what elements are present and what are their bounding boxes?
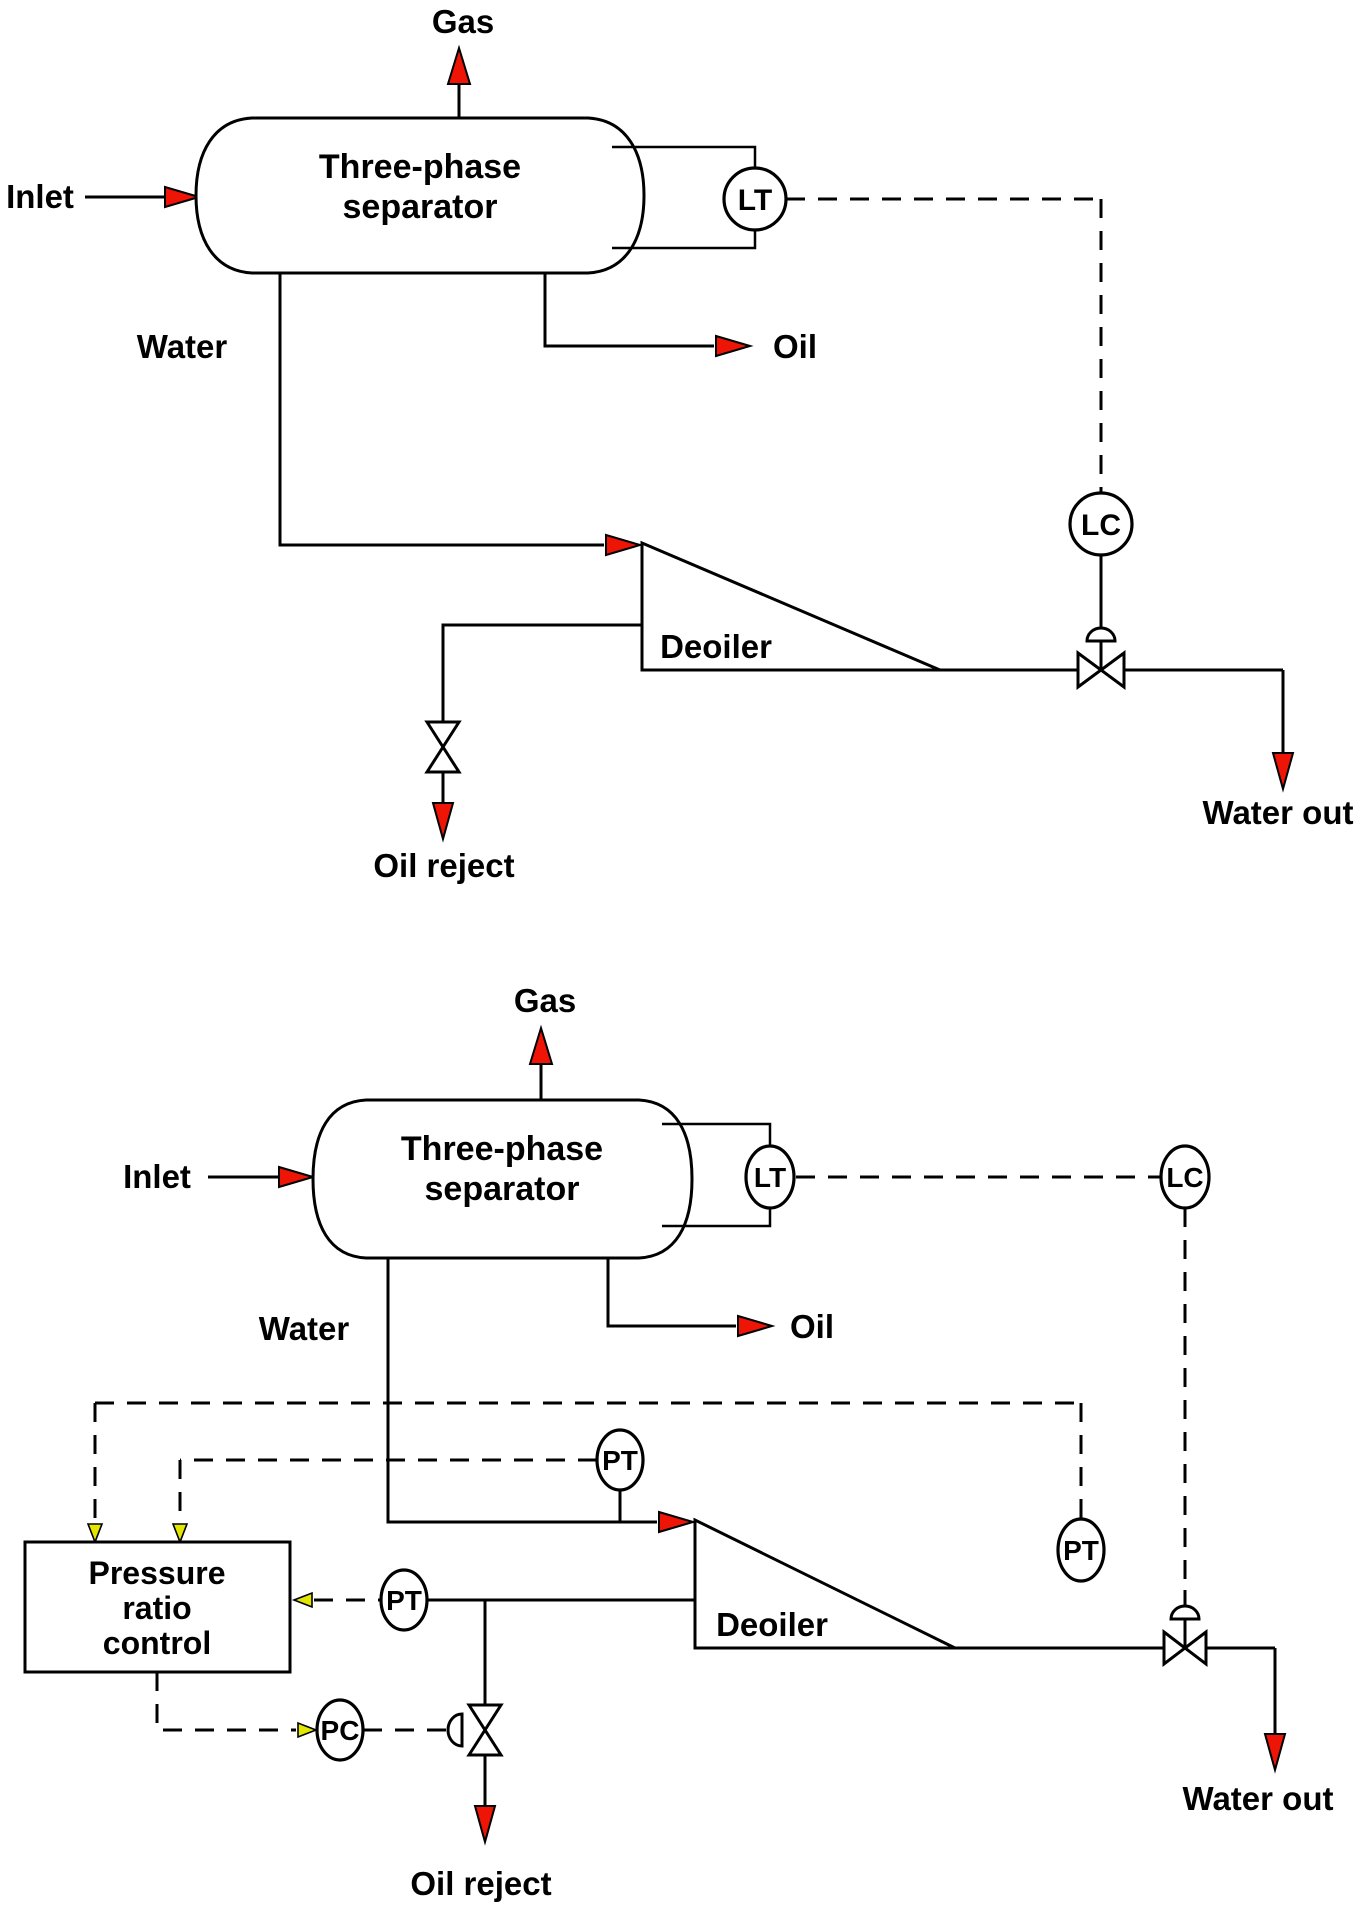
- bottom-prc-input3-arrow-icon: [291, 1591, 313, 1609]
- top-lc-tag: LC: [1081, 509, 1121, 542]
- bottom-lc-tag: LC: [1166, 1162, 1203, 1193]
- bottom-lt-tap-lower: [662, 1208, 772, 1228]
- top-oil-reject-valve-icon: [424, 720, 462, 774]
- top-lt-tap-upper: [612, 145, 757, 168]
- bottom-pc-tag: PC: [321, 1715, 360, 1746]
- bottom-diagram-pressure-ratio-control: Gas Inlet Three-phase separator LT LC Wa…: [23, 982, 1334, 1902]
- bottom-water-label: Water: [259, 1310, 350, 1347]
- bottom-water-out-label: Water out: [1183, 1780, 1334, 1817]
- top-water-label: Water: [137, 328, 228, 365]
- bottom-gas-label: Gas: [514, 982, 576, 1019]
- bottom-lt-tag: LT: [754, 1162, 786, 1193]
- top-deoiler-shape: [640, 540, 941, 672]
- bottom-pt-outlet-tag: PT: [1063, 1535, 1099, 1566]
- bottom-water-line: [386, 1258, 657, 1524]
- top-oil-reject-arrow-icon: [431, 802, 455, 843]
- bottom-control-valve-icon: [1162, 1628, 1208, 1668]
- bottom-lt-instrument: [744, 1144, 796, 1210]
- top-oil-line: [543, 273, 714, 348]
- bottom-pt-reject-tag: PT: [386, 1585, 422, 1616]
- bottom-deoiler-label: Deoiler: [716, 1606, 828, 1643]
- top-water-out-arrow-icon: [1271, 752, 1295, 793]
- bottom-oil-reject-valve-icon: [466, 1703, 504, 1757]
- top-oil-label: Oil: [773, 328, 817, 365]
- bottom-gas-arrow-icon: [528, 1024, 554, 1065]
- top-separator-title-line1: Three-phase: [319, 148, 521, 186]
- top-inlet-label: Inlet: [6, 178, 74, 215]
- bottom-prc-label-line1: Pressure: [89, 1555, 226, 1591]
- bottom-inlet-arrow-icon: [278, 1165, 317, 1189]
- bottom-separator-title-line1: Three-phase: [401, 1130, 603, 1168]
- top-oil-reject-label: Oil reject: [373, 847, 514, 884]
- top-gas-arrow-icon: [446, 44, 472, 85]
- bottom-deoiler-inlet-arrow-icon: [658, 1510, 697, 1534]
- top-water-out-label: Water out: [1203, 794, 1354, 831]
- bottom-valve-actuator-icon: [1169, 1604, 1201, 1621]
- bottom-inlet-label: Inlet: [123, 1158, 191, 1195]
- bottom-oil-reject-valve-actuator-icon: [446, 1712, 464, 1748]
- top-oil-reject-line: [441, 623, 642, 722]
- top-water-line: [278, 273, 604, 547]
- bottom-oil-arrow-icon: [737, 1314, 776, 1338]
- bottom-pc-input-arrow-icon: [297, 1721, 319, 1739]
- bottom-pt-inlet-tag: PT: [602, 1445, 638, 1476]
- top-separator-vessel: [194, 116, 646, 275]
- top-control-valve-icon: [1076, 650, 1126, 690]
- bottom-prc-label-line2: ratio: [122, 1590, 191, 1626]
- bottom-pressure-ratio-control-box: [23, 1540, 292, 1674]
- top-deoiler-inlet-arrow-icon: [605, 533, 644, 557]
- bottom-prc-input2-arrow-icon: [171, 1523, 189, 1545]
- top-lt-tag: LT: [738, 184, 772, 217]
- bottom-separator-title-line2: separator: [425, 1170, 580, 1208]
- top-lt-tap-lower: [612, 230, 757, 250]
- bottom-deoiler-shape: [693, 1517, 956, 1650]
- bottom-oil-reject-label: Oil reject: [410, 1865, 551, 1902]
- top-oil-arrow-icon: [715, 334, 754, 358]
- top-diagram-level-control: Gas Inlet Three-phase separator LT LC Wa…: [6, 3, 1353, 884]
- top-deoiler-label: Deoiler: [660, 628, 772, 665]
- bottom-oil-reject-arrow-icon: [473, 1805, 497, 1846]
- bottom-prc-label-line3: control: [103, 1625, 211, 1661]
- bottom-separator-vessel: [311, 1098, 694, 1260]
- top-inlet-arrow-icon: [164, 185, 203, 209]
- bottom-prc-output-signal: [155, 1672, 296, 1732]
- bottom-prc-input1-arrow-icon: [86, 1523, 104, 1545]
- bottom-water-out-arrow-icon: [1263, 1733, 1287, 1774]
- bottom-oil-line: [606, 1258, 736, 1328]
- top-separator-title-line2: separator: [343, 188, 498, 226]
- top-gas-label: Gas: [432, 3, 494, 40]
- bottom-lt-tap-upper: [662, 1122, 772, 1146]
- bottom-pt-outlet-instrument: [1056, 1517, 1106, 1583]
- top-valve-actuator-icon: [1085, 626, 1117, 643]
- bottom-oil-label: Oil: [790, 1308, 834, 1345]
